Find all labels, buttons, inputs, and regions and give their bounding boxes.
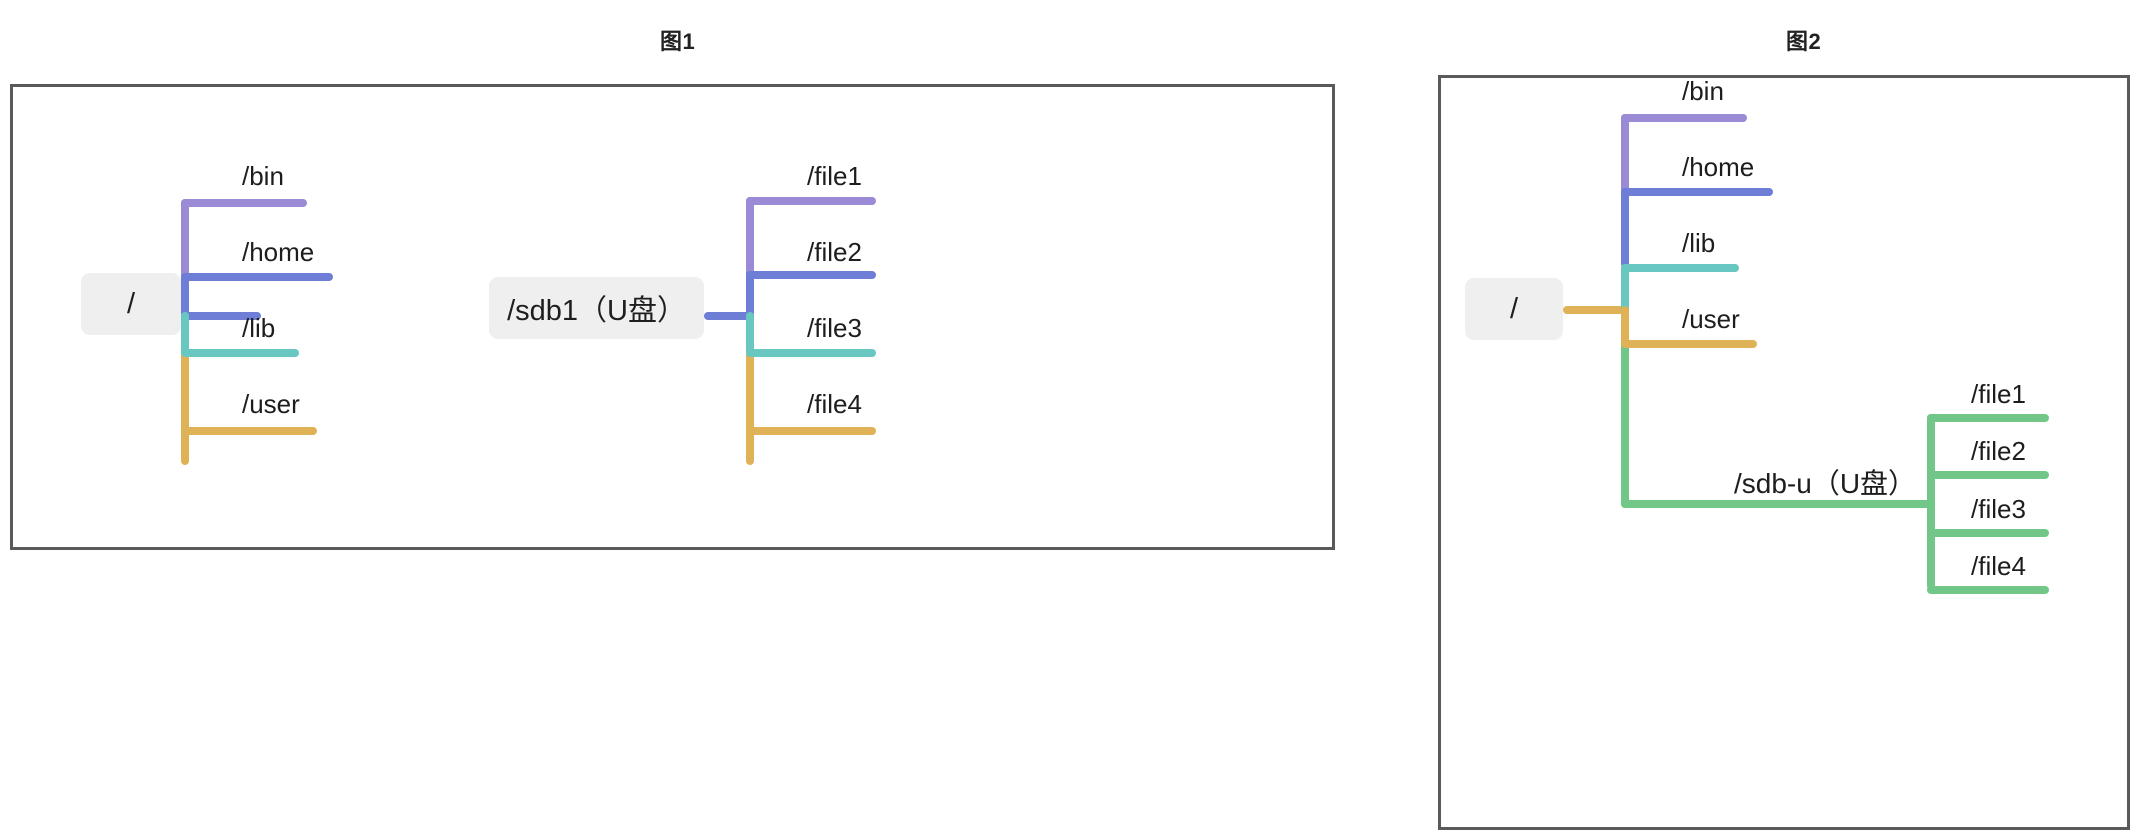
figure1-usb-label: /sdb1（U盘） bbox=[507, 295, 686, 327]
figure2-root-node[interactable]: / bbox=[1465, 278, 1563, 340]
figure1-branch-user bbox=[181, 427, 317, 435]
figure-1-frame: / /bin /home /lib /user /sdb1（U盘） / bbox=[10, 84, 1335, 550]
figure2-branch-home bbox=[1621, 188, 1773, 196]
figure2-trunk-teal bbox=[1621, 264, 1629, 314]
figure2-root-label: / bbox=[1509, 292, 1519, 325]
figure1-label-file3: /file3 bbox=[807, 313, 862, 343]
figure1-usb-trunk-yellow bbox=[746, 349, 754, 465]
figure1-label-home: /home bbox=[242, 237, 315, 267]
figure2-trunk-yellow bbox=[1621, 306, 1629, 348]
figure2-trunk-blue bbox=[1621, 188, 1629, 268]
figure2-trunk-purple bbox=[1621, 114, 1629, 232]
figure1-usb-branch-file4 bbox=[746, 427, 876, 435]
figure-1-title: 图1 bbox=[660, 29, 696, 54]
figure1-root-label: / bbox=[126, 287, 136, 320]
figure1-usb-branch-file3 bbox=[746, 349, 876, 357]
figure1-branch-lib bbox=[181, 349, 299, 357]
figure2-branch-lib bbox=[1621, 264, 1739, 272]
figure1-usb-trunk-blue bbox=[746, 271, 754, 317]
figure2-branch-user bbox=[1621, 340, 1757, 348]
figure2-label-file3: /file3 bbox=[1971, 494, 2026, 524]
figure1-root-node[interactable]: / bbox=[81, 273, 181, 335]
figure1-branch-bin bbox=[181, 199, 307, 207]
figure2-label-file4: /file4 bbox=[1971, 551, 2026, 581]
figure1-label-user: /user bbox=[242, 389, 300, 419]
figure1-branch-home bbox=[181, 273, 333, 281]
figure2-branch-bin bbox=[1621, 114, 1747, 122]
figure-2-title: 图2 bbox=[1786, 29, 1822, 54]
figure1-usb-trunk-purple bbox=[746, 197, 754, 317]
figure1-label-file1: /file1 bbox=[807, 161, 862, 191]
figure2-label-home: /home bbox=[1682, 152, 1755, 182]
figure1-usb-stem bbox=[704, 312, 754, 320]
figure2-label-lib: /lib bbox=[1682, 228, 1716, 258]
figure2-label-file1: /file1 bbox=[1971, 379, 2026, 409]
figure1-label-bin: /bin bbox=[242, 161, 284, 191]
figure1-usb-branch-file2 bbox=[746, 271, 876, 279]
figure2-label-bin: /bin bbox=[1682, 76, 1724, 106]
figure2-branch-file3 bbox=[1927, 529, 2049, 537]
figure2-file-trunk bbox=[1927, 414, 1935, 590]
figure1-usb-node[interactable]: /sdb1（U盘） bbox=[489, 277, 704, 339]
figure1-trunk-purple bbox=[181, 199, 189, 317]
figure2-branch-sdb-u bbox=[1621, 500, 1933, 508]
figure1-label-lib: /lib bbox=[242, 313, 276, 343]
figure1-usb-branch-file1 bbox=[746, 197, 876, 205]
figure1-label-file2: /file2 bbox=[807, 237, 862, 267]
figure1-root-stem bbox=[181, 312, 261, 320]
figure2-branch-file4 bbox=[1927, 586, 2049, 594]
figure1-trunk-blue bbox=[181, 273, 189, 317]
figure1-trunk-yellow bbox=[181, 349, 189, 465]
figure2-branch-file1 bbox=[1927, 414, 2049, 422]
figure2-root-stem bbox=[1563, 306, 1625, 314]
figure2-branch-file2 bbox=[1927, 471, 2049, 479]
figure-2-frame: / /bin /home /lib /user /sdb-u（U盘） /file… bbox=[1438, 75, 2130, 830]
figure2-label-file2: /file2 bbox=[1971, 436, 2026, 466]
figure2-label-sdb-u: /sdb-u（U盘） bbox=[1734, 468, 1917, 499]
figure1-label-file4: /file4 bbox=[807, 389, 862, 419]
figure2-trunk-green bbox=[1621, 340, 1629, 508]
figure2-label-user: /user bbox=[1682, 304, 1740, 334]
